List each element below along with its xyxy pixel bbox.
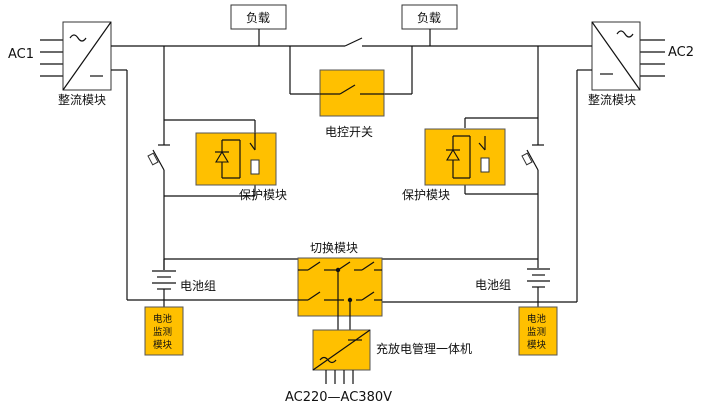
ac2-label: AC2 (668, 45, 694, 60)
protection-module-left (195, 132, 277, 186)
load-right (401, 4, 458, 46)
protection-left-label: 保护模块 (239, 188, 287, 202)
monitor-loop-right (382, 69, 592, 303)
ac1-label: AC1 (8, 47, 34, 62)
monitor-left-line3: 模块 (153, 339, 173, 351)
battery-monitor-right (518, 306, 558, 356)
electric-control-switch (289, 46, 413, 117)
load-left-label: 负载 (246, 11, 270, 25)
rectifier-right (591, 21, 641, 91)
protection-module-right (424, 128, 506, 186)
charger-label: 充放电管理一体机 (376, 341, 472, 356)
ac-input-label: AC220—AC380V (285, 390, 392, 405)
load-right-label: 负载 (417, 11, 441, 25)
ac2-input-lines (640, 39, 665, 77)
battery-right-icon (527, 268, 550, 307)
monitor-right-line2: 监测 (527, 326, 546, 338)
ac1-input-lines (40, 39, 63, 77)
monitor-right-line3: 模块 (527, 339, 547, 351)
rectifier-right-label: 整流模块 (588, 92, 636, 107)
monitor-left-line1: 电池 (153, 313, 173, 325)
battery-left-icon (152, 259, 176, 307)
load-left (230, 4, 287, 46)
fuse-switch-left-icon (147, 149, 165, 171)
fuse-switch-right-icon (521, 149, 539, 171)
electric-switch-label: 电控开关 (325, 125, 373, 139)
battery-right-label: 电池组 (475, 278, 511, 292)
left-branch-wiring (158, 46, 298, 270)
rectifier-left (62, 21, 112, 91)
monitor-loop-left (111, 69, 298, 301)
switching-module-label: 切换模块 (310, 241, 358, 255)
switching-module (297, 257, 383, 330)
monitor-right-line1: 电池 (527, 313, 547, 325)
protection-right-label: 保护模块 (402, 188, 450, 202)
rectifier-left-label: 整流模块 (58, 92, 106, 107)
dc-bus (111, 37, 592, 47)
charge-discharge-unit (312, 329, 371, 384)
battery-left-label: 电池组 (180, 279, 216, 293)
battery-monitor-left (144, 306, 184, 356)
right-branch-wiring (382, 46, 544, 268)
monitor-left-line2: 监测 (153, 326, 172, 338)
